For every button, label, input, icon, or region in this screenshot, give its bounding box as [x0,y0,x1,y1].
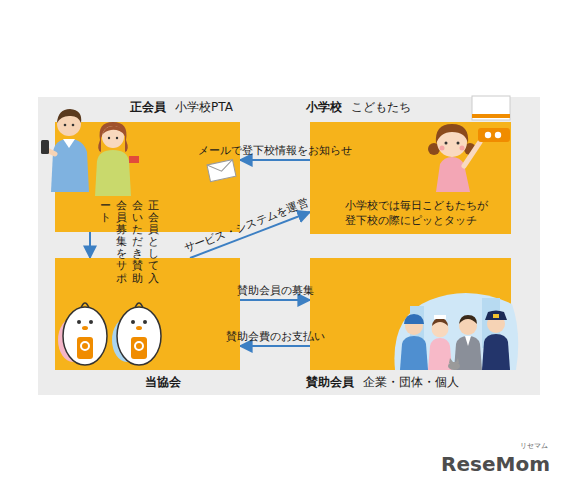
illustration-part [440,146,445,151]
illustration-part [478,128,510,142]
illustration-part [445,142,448,145]
cat-figure [448,358,460,370]
illustration-part [436,124,468,144]
illustration-part [472,96,510,120]
arrow-connector [240,345,310,347]
edge-label: 賛助会費のお支払い [226,330,325,343]
girl-figure [428,124,480,192]
mascot-bird [117,303,161,365]
illustration-part [108,137,110,139]
illustration-part [495,132,501,138]
child-illustration [410,94,515,199]
illustration-part [129,156,139,163]
illustration-part [464,142,480,166]
illustration-part [63,307,107,365]
illustration-part [404,314,424,324]
illustration-part [434,315,446,319]
illustration-part [448,362,460,370]
box-heading: 当協会 [145,375,181,390]
illustration-part [81,342,89,350]
illustration-part [64,124,67,127]
box-heading-row: 当協会 [145,375,181,390]
illustration-part [131,320,135,324]
arrow-connector [240,299,310,301]
watermark-logo: ReseMom [441,452,550,476]
illustration-part [102,126,124,148]
box-heading-row: 正会員小学校PTA [130,100,233,115]
box-heading-row: 賛助会員企業・団体・個人 [306,375,459,390]
illustration-part [485,132,491,138]
box-heading-row: 小学校こどもたち [306,100,411,115]
illustration-part [117,307,161,365]
arrow-connector [89,232,91,258]
worker-figure [400,314,428,370]
illustration-part [89,320,93,324]
nurse-figure [428,315,452,370]
illustration-part [493,314,499,318]
illustration-part [394,293,518,370]
edge-label: メールで登下校情報をお知らせ [198,144,352,157]
illustration-part [485,311,507,321]
box-heading: 小学校 [306,100,342,115]
illustration-part [63,139,75,148]
illustration-part [95,150,131,196]
panel [38,97,540,395]
illustration-part [400,336,428,370]
illustration-part [472,114,510,118]
illustration-part [102,126,125,135]
arrow-connector [240,159,310,161]
illustration-part [131,337,147,359]
box-body: 小学校では毎日こどもたちが 登下校の際にピッとタッチ [345,198,497,228]
vertical-edge-label: 正会員として入会いただき賛助会員募集をサポート [100,200,159,286]
ic-card-reader [472,96,510,120]
illustration-part [207,160,234,174]
woman-figure [95,122,139,196]
illustration-part [41,140,49,154]
process-box: 小学校では毎日こどもたちが 登下校の際にピッとタッチ小学校こどもたち [310,122,511,234]
illustration-part [57,109,81,123]
illustration-part [465,336,471,346]
illustration-part [207,160,236,182]
illustration-part [135,342,143,350]
illustration-part [136,326,142,330]
illustration-part [432,318,448,326]
box-subheading: こどもたち [351,100,411,115]
illustration-part [77,320,81,324]
illustration-part [77,337,93,359]
illustration-part [459,315,477,324]
process-box: 正会員小学校PTA [55,122,240,232]
illustration-part [457,142,460,145]
edge-label: 賛助会員の募集 [237,284,314,297]
box-subheading: 小学校PTA [175,100,233,115]
police-figure [482,311,510,371]
man-figure [41,109,89,192]
illustration-part [116,137,118,139]
box-subheading: 企業・団体・個人 [363,375,459,390]
illustration-part [82,326,88,330]
box-heading: 賛助会員 [306,375,354,390]
illustration-part [482,334,510,370]
box-heading: 正会員 [130,100,166,115]
watermark-kana: リセマム [520,441,548,451]
mascot-bird [63,303,107,365]
envelope-icon [207,160,236,182]
process-box: 当協会 [55,258,240,370]
illustration-part [51,139,89,192]
illustration-part [460,146,465,151]
illustration-part [98,122,128,152]
illustration-part [72,124,75,127]
illustration-part [143,320,147,324]
mascot-illustration [55,292,185,372]
ic-tag [478,128,510,142]
process-box: 賛助会員企業・団体・個人 [310,258,511,370]
illustration-part [449,358,459,363]
supporters-illustration [390,284,520,372]
box-text: 小学校では毎日こどもたちが 登下校の際にピッとタッチ [345,198,497,228]
